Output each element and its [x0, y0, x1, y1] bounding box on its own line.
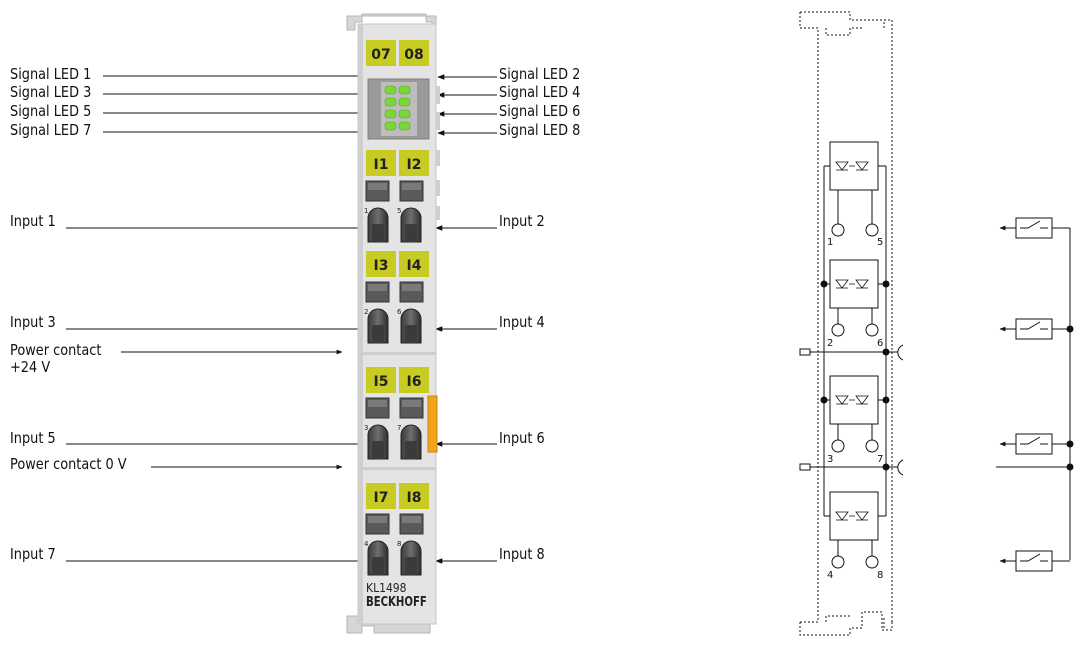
label-power-24v-value: +24 V — [10, 358, 51, 376]
led-tag-08: 08 — [404, 47, 423, 63]
input-tag-i5: I5 — [374, 374, 389, 390]
power-contact-marker — [427, 395, 438, 453]
led-tag-07: 07 — [371, 47, 390, 63]
svg-text:1: 1 — [364, 207, 368, 215]
model-number: KL1498 — [366, 580, 407, 595]
input-switch-2 — [999, 318, 1070, 340]
schematic — [799, 11, 1074, 636]
junction-dots — [820, 280, 890, 471]
svg-text:2: 2 — [827, 338, 833, 349]
svg-text:7: 7 — [397, 424, 401, 432]
label-signal-led-4: Signal LED 4 — [499, 83, 581, 101]
input-switch-3 — [999, 433, 1070, 455]
led-tags: 07 08 — [366, 40, 429, 66]
label-power-contact-0v: Power contact 0 V — [10, 455, 127, 473]
svg-text:5: 5 — [397, 207, 401, 215]
svg-text:4: 4 — [364, 540, 369, 548]
terminal-contact-numbers: 1 5 2 6 3 7 4 8 — [364, 207, 402, 548]
svg-text:7: 7 — [877, 454, 883, 465]
signal-led-5 — [384, 109, 397, 119]
svg-text:3: 3 — [364, 424, 368, 432]
opto-block-1 — [824, 141, 886, 237]
svg-text:2: 2 — [364, 308, 368, 316]
svg-text:4: 4 — [827, 570, 833, 581]
left-leader-lines — [66, 73, 369, 564]
right-leader-lines — [435, 74, 497, 564]
label-signal-led-6: Signal LED 6 — [499, 102, 581, 120]
signal-led-2 — [398, 85, 411, 95]
svg-text:8: 8 — [397, 540, 401, 548]
label-input-1: Input 1 — [10, 212, 56, 230]
label-signal-led-1: Signal LED 1 — [10, 65, 92, 83]
label-input-7: Input 7 — [10, 545, 56, 563]
svg-text:1: 1 — [827, 237, 833, 248]
label-signal-led-5: Signal LED 5 — [10, 102, 92, 120]
label-power-contact-24v: Power contact — [10, 341, 102, 359]
label-input-3: Input 3 — [10, 313, 56, 331]
signal-led-8 — [398, 121, 411, 131]
opto-block-3 — [824, 375, 886, 453]
label-input-8: Input 8 — [499, 545, 545, 563]
opto-block-4 — [824, 491, 886, 569]
label-input-2: Input 2 — [499, 212, 545, 230]
svg-text:8: 8 — [877, 570, 883, 581]
svg-text:3: 3 — [827, 454, 833, 465]
input-tag-i1: I1 — [374, 157, 389, 173]
schematic-terminal-numbers: 1 5 2 6 3 7 4 8 — [827, 237, 883, 581]
signal-led-1 — [384, 85, 397, 95]
input-tag-i4: I4 — [407, 258, 422, 274]
opto-block-2 — [824, 259, 886, 337]
label-signal-led-7: Signal LED 7 — [10, 121, 92, 139]
input-tag-i6: I6 — [407, 374, 422, 390]
input-switch-1 — [999, 217, 1053, 239]
input-tag-i3: I3 — [374, 258, 389, 274]
svg-text:6: 6 — [877, 338, 883, 349]
label-signal-led-8: Signal LED 8 — [499, 121, 581, 139]
opto-symbols — [835, 161, 869, 521]
label-signal-led-3: Signal LED 3 — [10, 83, 92, 101]
signal-led-4 — [398, 97, 411, 107]
label-input-6: Input 6 — [499, 429, 545, 447]
signal-led-3 — [384, 97, 397, 107]
label-signal-led-2: Signal LED 2 — [499, 65, 581, 83]
brand-name: BECKHOFF — [366, 594, 427, 610]
input-tag-i8: I8 — [407, 490, 422, 506]
svg-text:5: 5 — [877, 237, 883, 248]
svg-text:6: 6 — [397, 308, 402, 316]
label-input-4: Input 4 — [499, 313, 545, 331]
input-tag-i7: I7 — [374, 490, 389, 506]
input-switch-4 — [999, 550, 1070, 572]
input-tags: I1 I2 I3 I4 I5 I6 I7 I8 — [366, 150, 429, 509]
signal-led-6 — [398, 109, 411, 119]
led-window — [367, 78, 430, 140]
spring-contacts — [365, 180, 424, 576]
signal-led-7 — [384, 121, 397, 131]
input-tag-i2: I2 — [407, 157, 422, 173]
label-input-5: Input 5 — [10, 429, 56, 447]
